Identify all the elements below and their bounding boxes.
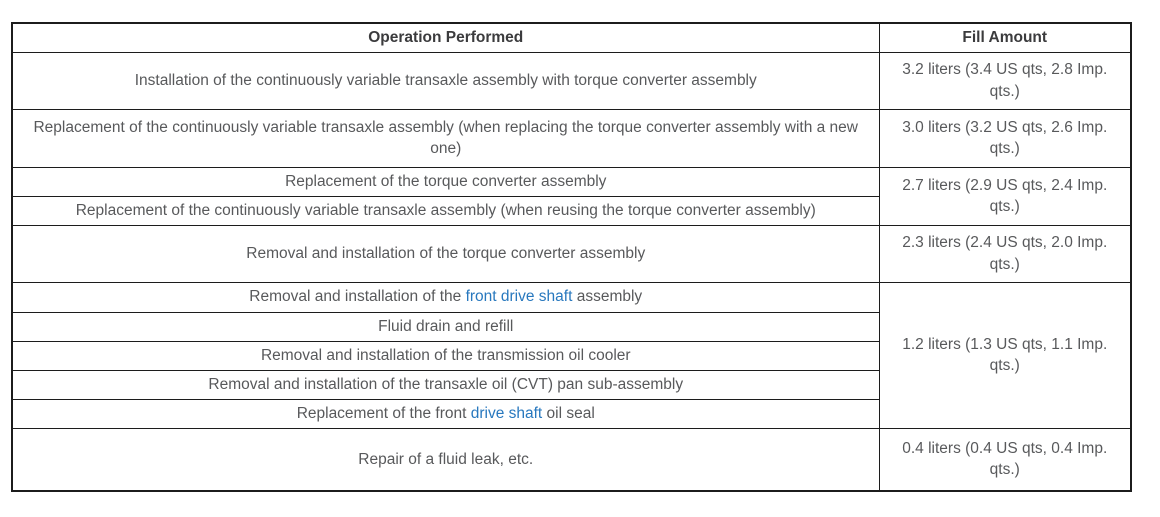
operation-text: Removal and installation of the transmis…: [260, 346, 631, 364]
fluid-fill-amount-table: Operation Performed Fill Amount Installa…: [11, 22, 1132, 492]
operation-cell: Replacement of the continuously variable…: [11, 108, 880, 168]
operation-cell: Removal and installation of the torque c…: [11, 224, 880, 283]
table-row: Fluid drain and refill: [11, 311, 1131, 342]
operation-cell: Replacement of the torque converter asse…: [11, 166, 880, 197]
fill-amount-cell: 2.7 liters (2.9 US qts, 2.4 Imp. qts.): [878, 166, 1132, 226]
operation-text: Removal and installation of the: [249, 288, 466, 306]
operation-cell: Replacement of the continuously variable…: [11, 195, 880, 226]
table-row: Replacement of the continuously variable…: [11, 195, 1131, 226]
table-row: Installation of the continuously variabl…: [11, 51, 1132, 110]
operation-text: oil seal: [542, 404, 595, 422]
table-row: Removal and installation of the front dr…: [11, 281, 1132, 429]
operation-cell: Removal and installation of the transaxl…: [11, 369, 880, 400]
operation-text: Fluid drain and refill: [378, 317, 514, 335]
column-header-fill-amount: Fill Amount: [878, 22, 1132, 53]
table-row: Removal and installation of the transaxl…: [11, 369, 1131, 400]
operation-cell: Installation of the continuously variabl…: [11, 51, 880, 110]
operation-text: Repair of a fluid leak, etc.: [358, 450, 534, 468]
fill-amount-cell: 2.3 liters (2.4 US qts, 2.0 Imp. qts.): [878, 224, 1132, 283]
front-drive-shaft-link[interactable]: front drive shaft: [465, 288, 573, 306]
fill-amount-cell: 1.2 liters (1.3 US qts, 1.1 Imp. qts.): [878, 281, 1132, 429]
operation-cell: Replacement of the front drive shaft oil…: [11, 398, 880, 429]
table-row: Repair of a fluid leak, etc. 0.4 liters (…: [11, 427, 1132, 492]
table-row: Replacement of the torque converter asse…: [11, 166, 1132, 226]
operation-text: Removal and installation of the transaxl…: [208, 375, 684, 393]
fill-amount-cell: 3.0 liters (3.2 US qts, 2.6 Imp. qts.): [878, 108, 1132, 168]
fill-amount-cell: 0.4 liters (0.4 US qts, 0.4 Imp. qts.): [878, 427, 1132, 492]
table-row: Removal and installation of the torque c…: [11, 224, 1132, 283]
operation-cell: Removal and installation of the transmis…: [11, 340, 880, 371]
operation-text: Removal and installation of the torque c…: [246, 244, 646, 262]
operation-cell: Repair of a fluid leak, etc.: [11, 427, 880, 492]
table-header-row: Operation Performed Fill Amount: [11, 22, 1132, 53]
operation-text: Replacement of the continuously variable…: [33, 118, 858, 157]
table-row: Replacement of the front drive shaft oil…: [11, 398, 1131, 429]
operation-cell: Removal and installation of the front dr…: [11, 281, 880, 313]
operation-text: Replacement of the front: [296, 404, 471, 422]
operation-text: Replacement of the torque converter asse…: [285, 172, 607, 190]
operation-text: Replacement of the continuously variable…: [75, 201, 816, 219]
operation-text: assembly: [572, 288, 643, 306]
table-row: Replacement of the continuously variable…: [11, 108, 1132, 168]
page: Operation Performed Fill Amount Installa…: [11, 22, 1132, 492]
drive-shaft-link[interactable]: drive shaft: [470, 404, 543, 422]
fill-amount-cell: 3.2 liters (3.4 US qts, 2.8 Imp. qts.): [878, 51, 1132, 110]
column-header-operation-performed: Operation Performed: [11, 22, 880, 53]
operation-text: Installation of the continuously variabl…: [134, 71, 757, 89]
operation-cell: Fluid drain and refill: [11, 311, 880, 342]
